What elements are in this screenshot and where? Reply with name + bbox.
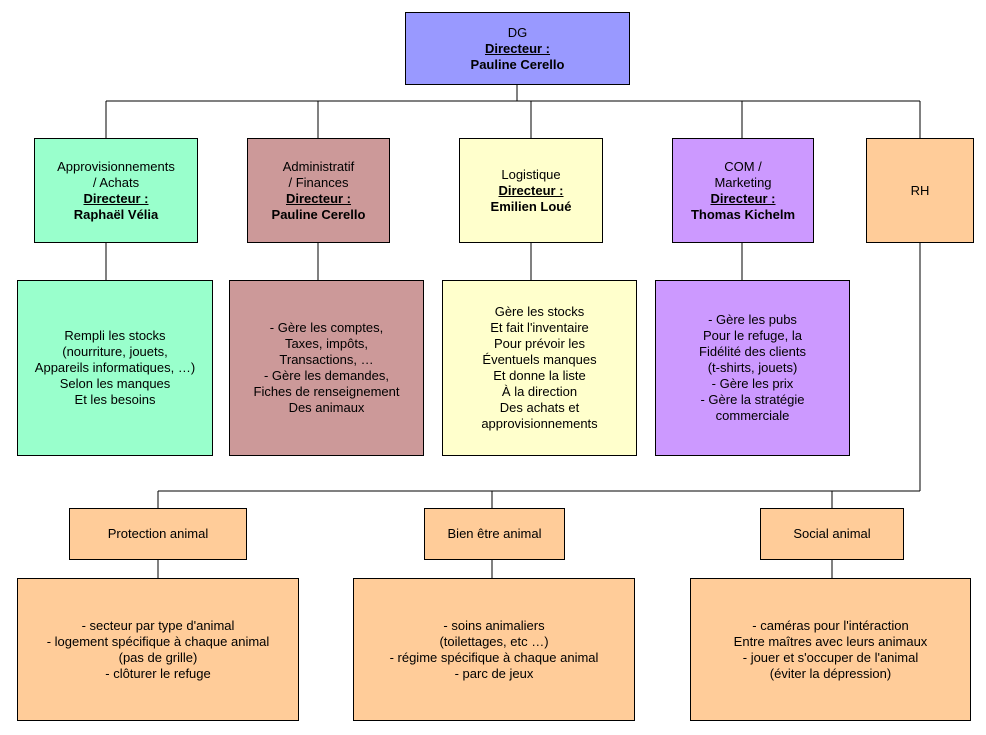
rh-unit-social: Social animal xyxy=(760,508,904,560)
department-title: / Achats xyxy=(92,174,140,190)
task-line: - caméras pour l'intéraction xyxy=(752,617,909,633)
task-line: - Gère les comptes, xyxy=(269,320,384,335)
dg-box: DG Directeur : Pauline Cerello xyxy=(405,12,630,85)
department-title: COM / xyxy=(724,158,762,174)
tasks-com-marketing: - Gère les pubs Pour le refuge, la Fidél… xyxy=(655,280,850,456)
rh-unit-title: Bien être animal xyxy=(447,526,542,541)
task-line: - soins animaliers xyxy=(443,617,545,633)
department-title: / Finances xyxy=(288,174,349,190)
department-logistique: Logistique Directeur : Emilien Loué xyxy=(459,138,603,243)
task-line: - logement spécifique à chaque animal xyxy=(46,633,270,649)
dg-lead-label: Directeur : xyxy=(484,40,551,56)
task-line: - parc de jeux xyxy=(454,665,534,681)
task-line: Pour prévoir les xyxy=(493,336,586,351)
task-line: Fiches de renseignement xyxy=(253,384,400,399)
department-title: Marketing xyxy=(714,174,772,190)
task-line: - jouer et s'occuper de l'animal xyxy=(742,649,919,665)
task-line: - Gère la stratégie xyxy=(700,392,805,407)
task-line: commerciale xyxy=(715,408,790,423)
task-line: - Gère les demandes, xyxy=(263,368,389,383)
task-line: Transactions, … xyxy=(279,352,374,367)
department-title: RH xyxy=(910,182,930,198)
department-lead-name: Pauline Cerello xyxy=(271,206,366,222)
task-line: Selon les manques xyxy=(59,376,171,391)
task-line: - clôturer le refuge xyxy=(105,665,211,681)
department-rh: RH xyxy=(866,138,974,243)
tasks-bien-etre: - soins animaliers (toilettages, etc …) … xyxy=(353,578,635,721)
task-line: - Gère les prix xyxy=(711,376,794,391)
tasks-administratif: - Gère les comptes, Taxes, impôts, Trans… xyxy=(229,280,424,456)
department-approvisionnements: Approvisionnements / Achats Directeur : … xyxy=(34,138,198,243)
department-lead-name: Emilien Loué xyxy=(490,198,572,214)
tasks-approvisionnements: Rempli les stocks (nourriture, jouets, A… xyxy=(17,280,213,456)
task-line: Taxes, impôts, xyxy=(284,336,369,351)
task-line: Des animaux xyxy=(288,400,365,415)
task-line: Des achats et xyxy=(499,400,580,415)
task-line: (pas de grille) xyxy=(118,649,198,665)
task-line: À la direction xyxy=(501,384,578,399)
department-lead-label: Directeur : xyxy=(285,190,352,206)
department-lead-label: Directeur : xyxy=(498,182,564,198)
rh-unit-protection: Protection animal xyxy=(69,508,247,560)
task-line: Gère les stocks xyxy=(494,304,585,319)
task-line: - secteur par type d'animal xyxy=(81,617,235,633)
department-com-marketing: COM / Marketing Directeur : Thomas Kiche… xyxy=(672,138,814,243)
tasks-logistique: Gère les stocks Et fait l'inventaire Pou… xyxy=(442,280,637,456)
department-lead-name: Thomas Kichelm xyxy=(690,206,796,222)
dg-lead-name: Pauline Cerello xyxy=(470,56,565,72)
task-line: Éventuels manques xyxy=(482,352,597,367)
task-line: (toilettages, etc …) xyxy=(439,633,549,649)
task-line: Et donne la liste xyxy=(493,368,586,383)
task-line: Et les besoins xyxy=(74,392,156,407)
department-title: Administratif xyxy=(282,158,355,174)
tasks-protection: - secteur par type d'animal - logement s… xyxy=(17,578,299,721)
rh-unit-title: Protection animal xyxy=(107,526,209,541)
task-line: Entre maîtres avec leurs animaux xyxy=(733,633,928,649)
rh-unit-title: Social animal xyxy=(793,526,871,541)
tasks-social: - caméras pour l'intéraction Entre maîtr… xyxy=(690,578,971,721)
task-line: Fidélité des clients xyxy=(699,344,806,359)
task-line: - régime spécifique à chaque animal xyxy=(389,649,599,665)
dg-title: DG xyxy=(507,24,528,40)
department-title: Logistique xyxy=(501,166,561,182)
department-lead-name: Raphaël Vélia xyxy=(73,206,159,222)
department-title: Approvisionnements xyxy=(57,158,175,174)
department-administratif: Administratif / Finances Directeur : Pau… xyxy=(247,138,390,243)
rh-unit-bien-etre: Bien être animal xyxy=(424,508,565,560)
department-lead-label: Directeur : xyxy=(83,190,149,206)
task-line: - Gère les pubs xyxy=(708,312,797,327)
task-line: (t-shirts, jouets) xyxy=(707,360,798,375)
task-line: (éviter la dépression) xyxy=(769,665,892,681)
task-line: Rempli les stocks xyxy=(64,328,166,343)
task-line: (nourriture, jouets, xyxy=(62,344,168,359)
task-line: Pour le refuge, la xyxy=(702,328,802,343)
department-lead-label: Directeur : xyxy=(710,190,776,206)
task-line: Et fait l'inventaire xyxy=(490,320,589,335)
task-line: approvisionnements xyxy=(481,416,598,431)
task-line: Appareils informatiques, …) xyxy=(34,360,196,375)
